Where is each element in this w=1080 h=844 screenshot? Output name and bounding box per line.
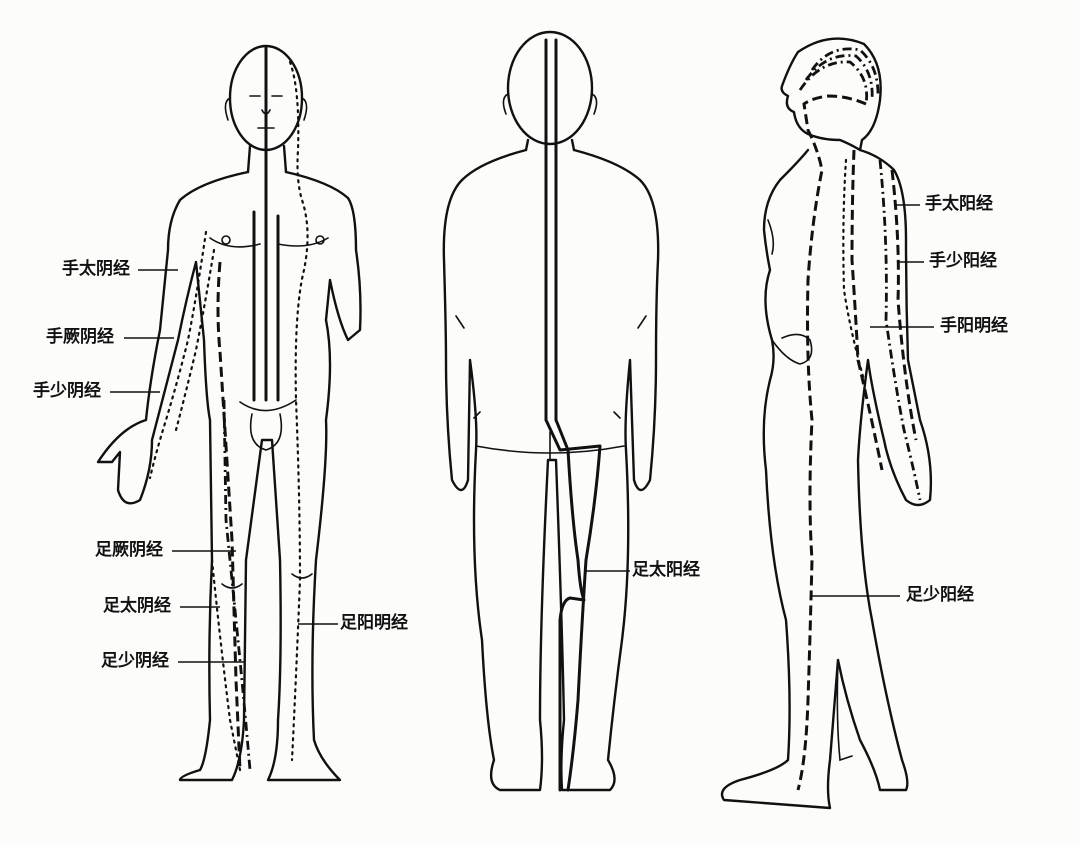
label-shou-shaoyin: 手少阴经 — [33, 381, 101, 401]
label-shou-shaoyang: 手少阳经 — [929, 251, 997, 271]
side-figure — [720, 37, 934, 810]
label-zu-shaoyang: 足少阳经 — [906, 585, 974, 605]
front-figure — [96, 44, 362, 782]
label-zu-jueyin: 足厥阴经 — [95, 540, 163, 560]
side-body — [720, 148, 933, 810]
label-zu-shaoyin: 足少阴经 — [101, 651, 169, 671]
label-shou-jueyin: 手厥阴经 — [46, 327, 114, 347]
label-shou-yangming: 手阳明经 — [940, 316, 1008, 336]
back-figure — [442, 30, 660, 792]
side-head — [780, 37, 882, 152]
back-torso — [442, 148, 660, 792]
label-shou-taiyang: 手太阳经 — [925, 194, 993, 214]
label-shou-taiyin: 手太阴经 — [62, 259, 130, 279]
label-zu-yangming: 足阳明经 — [340, 613, 408, 633]
label-zu-taiyang: 足太阳经 — [632, 560, 700, 580]
label-zu-taiyin: 足太阴经 — [103, 596, 171, 616]
back-head — [506, 30, 594, 146]
